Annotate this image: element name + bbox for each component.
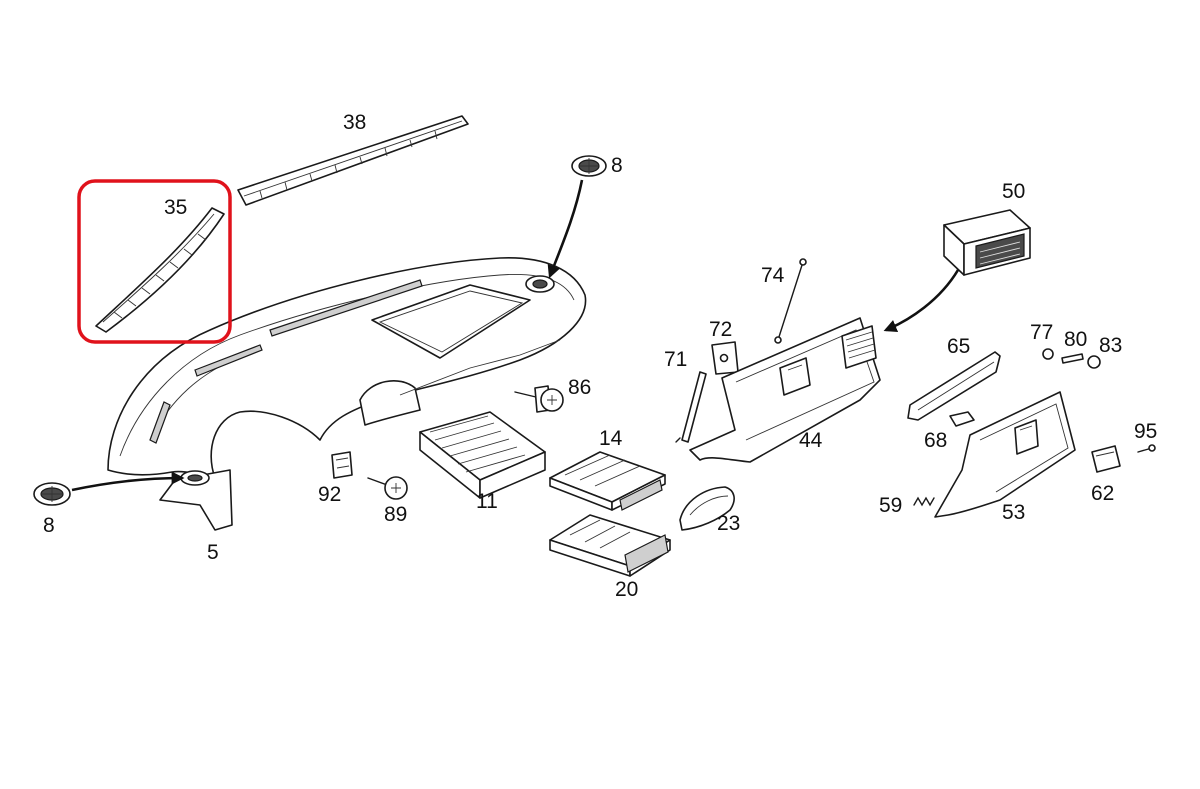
label-38: 38 (343, 111, 366, 134)
part-83-nut[interactable] (1087, 355, 1101, 369)
label-23: 23 (717, 512, 740, 535)
part-50-side-vent-housing[interactable] (883, 209, 1031, 332)
part-77-fastener[interactable] (1042, 348, 1054, 360)
label-92: 92 (318, 483, 341, 506)
label-89: 89 (384, 503, 407, 526)
label-11: 11 (476, 490, 498, 513)
label-77: 77 (1030, 321, 1053, 344)
label-83: 83 (1099, 334, 1122, 357)
part-5-dashboard-body[interactable] (107, 257, 587, 531)
part-68-small-clip[interactable] (949, 411, 975, 427)
label-53: 53 (1002, 501, 1025, 524)
part-62-lock[interactable] (1091, 445, 1121, 473)
highlight-box (77, 179, 232, 344)
part-92-clip[interactable] (331, 451, 353, 479)
part-8-left-round-vent[interactable] (33, 471, 185, 506)
part-59-spring[interactable] (913, 496, 935, 507)
part-11-center-air-box[interactable] (419, 411, 546, 499)
label-72: 72 (709, 318, 732, 341)
label-80: 80 (1064, 328, 1087, 351)
part-53-glove-box-lid[interactable] (934, 391, 1076, 518)
part-8-top-round-vent[interactable] (547, 155, 607, 279)
label-14: 14 (599, 427, 623, 450)
label-59: 59 (879, 494, 902, 517)
part-23-cover[interactable] (679, 486, 735, 531)
part-38-defroster-strip[interactable] (237, 115, 469, 206)
part-89-screw[interactable] (367, 476, 408, 500)
label-50: 50 (1002, 180, 1025, 203)
label-5: 5 (207, 541, 219, 564)
label-68: 68 (924, 429, 947, 452)
part-86-push-clip[interactable] (514, 385, 564, 413)
part-95-small-screw[interactable] (1137, 444, 1156, 453)
label-20: 20 (615, 578, 638, 601)
part-44-glove-box[interactable] (689, 317, 881, 463)
part-20-lower-tray[interactable] (549, 514, 671, 577)
label-95: 95 (1134, 420, 1157, 443)
part-72-bracket[interactable] (711, 341, 739, 375)
part-14-tray[interactable] (549, 451, 666, 511)
label-8-left: 8 (43, 514, 55, 537)
label-71: 71 (664, 348, 687, 371)
part-74-rod[interactable] (774, 258, 807, 344)
label-74: 74 (761, 264, 785, 287)
label-44: 44 (799, 429, 823, 452)
label-86: 86 (568, 376, 591, 399)
label-65: 65 (947, 335, 970, 358)
label-62: 62 (1091, 482, 1114, 505)
label-8-top: 8 (611, 154, 623, 177)
part-65-trim-strip[interactable] (907, 351, 1001, 421)
part-35-side-vent[interactable] (95, 207, 225, 333)
label-35: 35 (164, 196, 187, 219)
part-80-bolt[interactable] (1061, 353, 1084, 364)
part-71-gas-strut[interactable] (675, 371, 707, 443)
